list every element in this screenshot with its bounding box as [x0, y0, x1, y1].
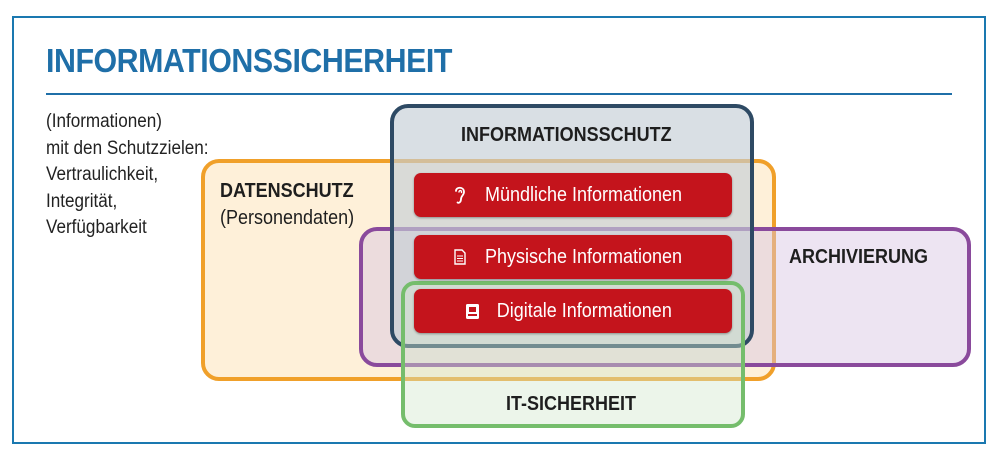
page-title: INFORMATIONSSICHERHEIT	[46, 42, 452, 79]
title-divider	[46, 93, 952, 95]
datenschutz-sublabel: (Personendaten)	[220, 207, 355, 229]
description-line: mit den Schutzzielen:	[46, 137, 209, 159]
archivierung-label: ARCHIVIERUNG	[789, 246, 929, 268]
description-line: (Informationen)	[46, 111, 162, 132]
digital-document-icon	[465, 303, 480, 320]
ear-icon	[453, 184, 467, 206]
pill-physische-informationen: Physische Informationen	[414, 235, 732, 279]
description-line: Integrität,	[46, 190, 118, 212]
description-line: Vertraulichkeit,	[46, 164, 159, 185]
informationsschutz-label: INFORMATIONSSCHUTZ	[461, 124, 672, 146]
pill-digitale-informationen: Digitale Informationen	[414, 289, 732, 333]
pill-label: Physische Informationen	[484, 245, 683, 268]
pill-muendliche-informationen: Mündliche Informationen	[414, 173, 732, 217]
pill-label: Mündliche Informationen	[484, 183, 683, 206]
it-sicherheit-label: IT-SICHERHEIT	[506, 393, 637, 415]
description-line: Verfügbarkeit	[46, 217, 147, 238]
description-text: (Informationen) mit den Schutzzielen: Ve…	[46, 109, 226, 242]
pill-label: Digitale Informationen	[496, 299, 672, 322]
document-icon	[453, 249, 467, 265]
datenschutz-label: DATENSCHUTZ	[220, 180, 354, 202]
